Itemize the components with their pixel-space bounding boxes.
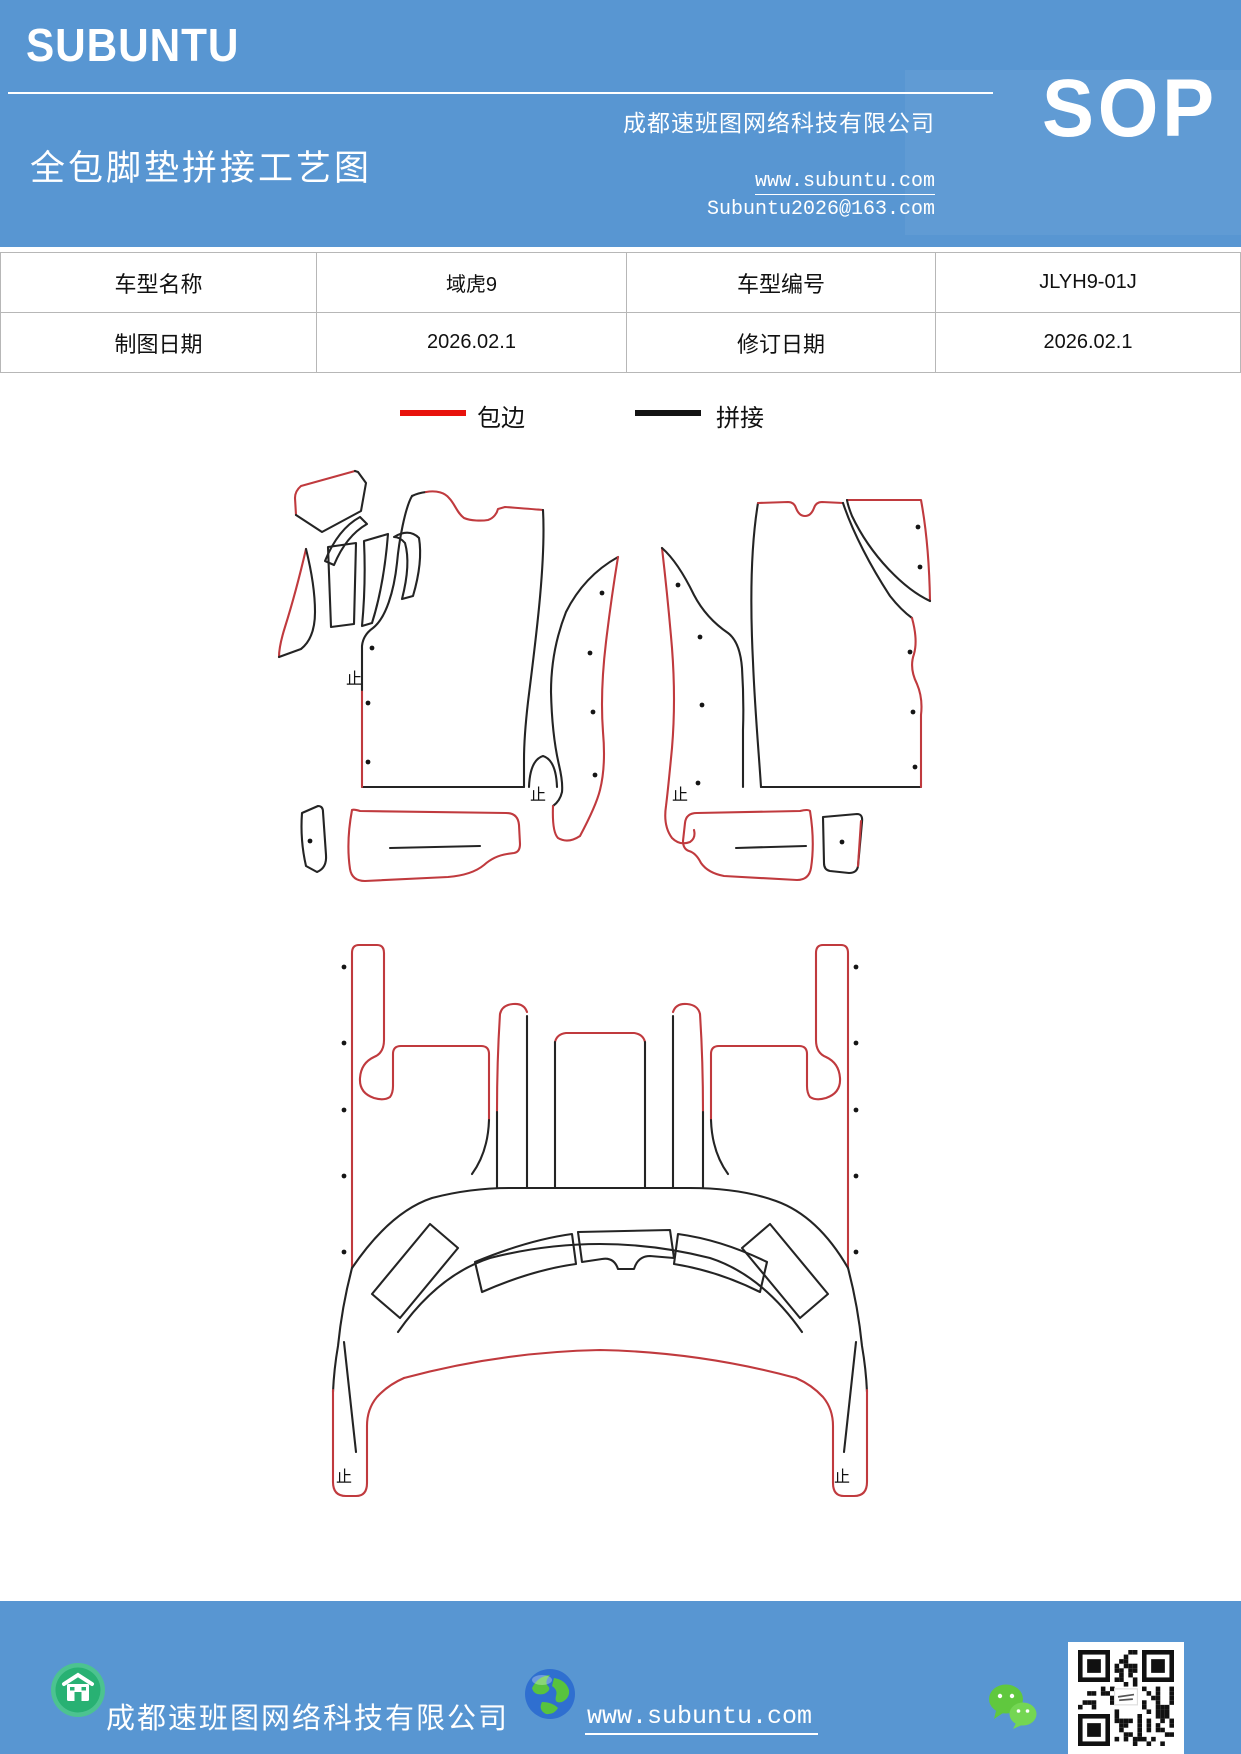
header-shade — [905, 70, 1241, 235]
table-row: 车型名称 域虎9 车型编号 JLYH9-01J — [0, 252, 1241, 313]
vehicle-info-table: 车型名称 域虎9 车型编号 JLYH9-01J 制图日期 2026.02.1 修… — [0, 252, 1241, 373]
table-row: 制图日期 2026.02.1 修订日期 2026.02.1 — [0, 312, 1241, 373]
draw-date-value: 2026.02.1 — [316, 312, 627, 373]
vehicle-code-value: JLYH9-01J — [935, 252, 1241, 313]
header-company-name: 成都速班图网络科技有限公司 — [623, 111, 935, 136]
stop-mark: 止 — [530, 786, 546, 804]
header-banner: SUBUNTU 全包脚垫拼接工艺图 成都速班图网络科技有限公司 www.subu… — [0, 0, 1241, 247]
qr-modules — [1078, 1650, 1174, 1746]
edge-legend-swatch — [400, 410, 466, 416]
stop-mark: 止 — [672, 786, 688, 804]
stitch-legend-swatch — [635, 410, 701, 416]
qr-finder-patterns — [1078, 1650, 1174, 1746]
edge-legend-label: 包边 — [477, 406, 525, 432]
vehicle-code-label: 车型编号 — [626, 252, 936, 313]
company-logo: SUBUNTU — [26, 19, 240, 71]
rear-mat-group: 止 止 — [331, 943, 869, 1498]
stop-mark: 止 — [336, 1468, 352, 1486]
sop-badge: SOP — [1042, 63, 1218, 154]
footer-company-name: 成都速班图网络科技有限公司 — [106, 1703, 510, 1735]
wechat-icon — [989, 1684, 1037, 1729]
globe-icon — [525, 1669, 575, 1719]
footer-website-link[interactable]: www.subuntu.com — [585, 1702, 819, 1735]
stop-mark: 止 — [346, 670, 362, 688]
footer-banner — [0, 1601, 1241, 1754]
vehicle-name-label: 车型名称 — [0, 252, 317, 313]
revision-date-value: 2026.02.1 — [935, 312, 1241, 373]
building-icon — [51, 1663, 105, 1717]
draw-date-label: 制图日期 — [0, 312, 317, 373]
header-email[interactable]: Subuntu2026@163.com — [706, 198, 935, 221]
header-divider — [8, 92, 993, 94]
qr-code — [1068, 1642, 1184, 1754]
vehicle-name-value: 域虎9 — [316, 252, 627, 313]
stitch-legend-label: 拼接 — [716, 406, 764, 432]
page-title: 全包脚垫拼接工艺图 — [30, 149, 373, 188]
header-website-link[interactable]: www.subuntu.com — [754, 170, 935, 195]
revision-date-label: 修订日期 — [626, 312, 936, 373]
stop-mark: 止 — [834, 1468, 850, 1486]
front-mat-group: 止 止 止 — [277, 469, 932, 883]
